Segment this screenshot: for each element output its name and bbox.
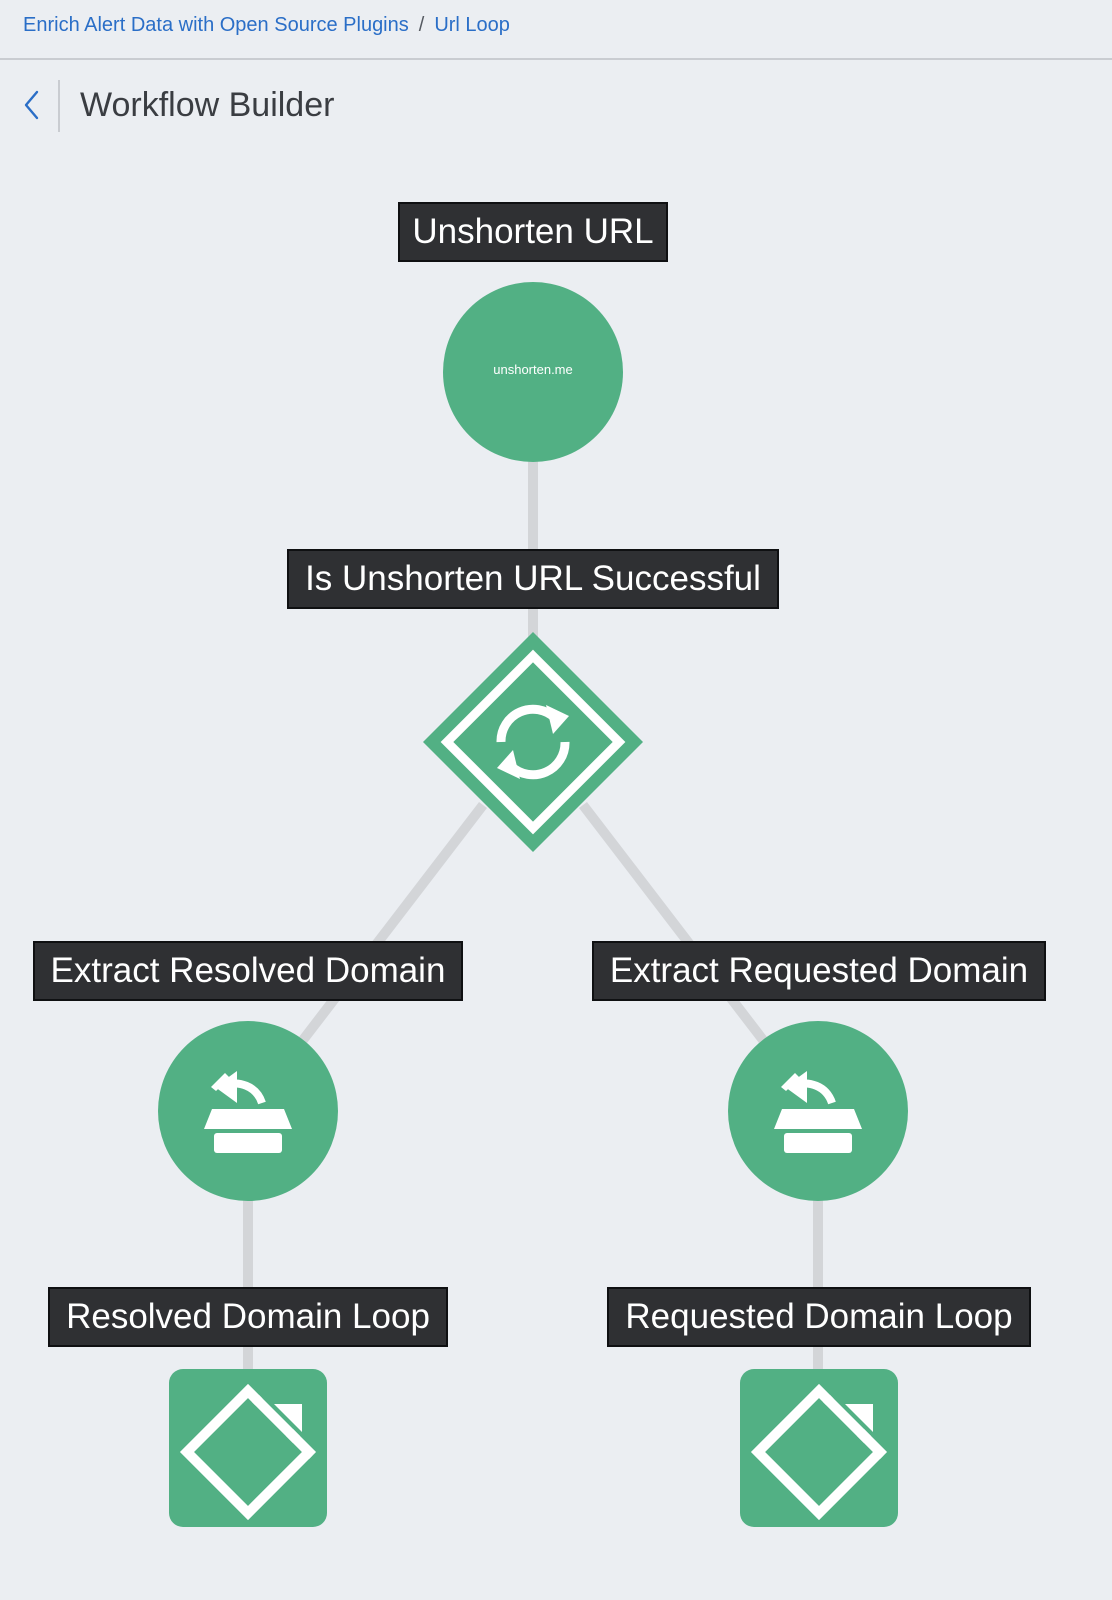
breadcrumb-link-workflow[interactable]: Enrich Alert Data with Open Source Plugi… (23, 14, 409, 36)
node-requested-loop[interactable] (740, 1369, 898, 1527)
extract-box-icon (774, 1071, 862, 1153)
breadcrumb-separator: / (418, 14, 425, 36)
header-divider (58, 80, 60, 132)
sync-icon (496, 704, 570, 780)
node-label-decision[interactable]: Is Unshorten URL Successful (287, 549, 779, 609)
node-plugin-text: unshorten.me (493, 362, 573, 377)
node-extract-resolved[interactable] (158, 1021, 338, 1201)
breadcrumb-bar: Enrich Alert Data with Open Source Plugi… (0, 0, 1112, 60)
node-label-extract-requested[interactable]: Extract Requested Domain (592, 941, 1046, 1001)
breadcrumb-link-url-loop[interactable]: Url Loop (434, 14, 510, 36)
node-label-unshorten-url[interactable]: Unshorten URL (398, 202, 668, 262)
chevron-left-icon (20, 88, 46, 124)
loop-icon (179, 1383, 317, 1521)
node-extract-requested[interactable] (728, 1021, 908, 1201)
node-unshorten-url[interactable]: unshorten.me (443, 282, 623, 462)
back-button[interactable] (20, 88, 46, 124)
node-resolved-loop[interactable] (169, 1369, 327, 1527)
extract-box-icon (204, 1071, 292, 1153)
loop-icon (750, 1383, 888, 1521)
page-title: Workflow Builder (80, 86, 335, 124)
node-label-extract-resolved[interactable]: Extract Resolved Domain (33, 941, 463, 1001)
breadcrumb: Enrich Alert Data with Open Source Plugi… (23, 14, 510, 37)
node-label-resolved-loop[interactable]: Resolved Domain Loop (48, 1287, 448, 1347)
node-label-requested-loop[interactable]: Requested Domain Loop (607, 1287, 1031, 1347)
node-decision[interactable] (421, 630, 645, 854)
